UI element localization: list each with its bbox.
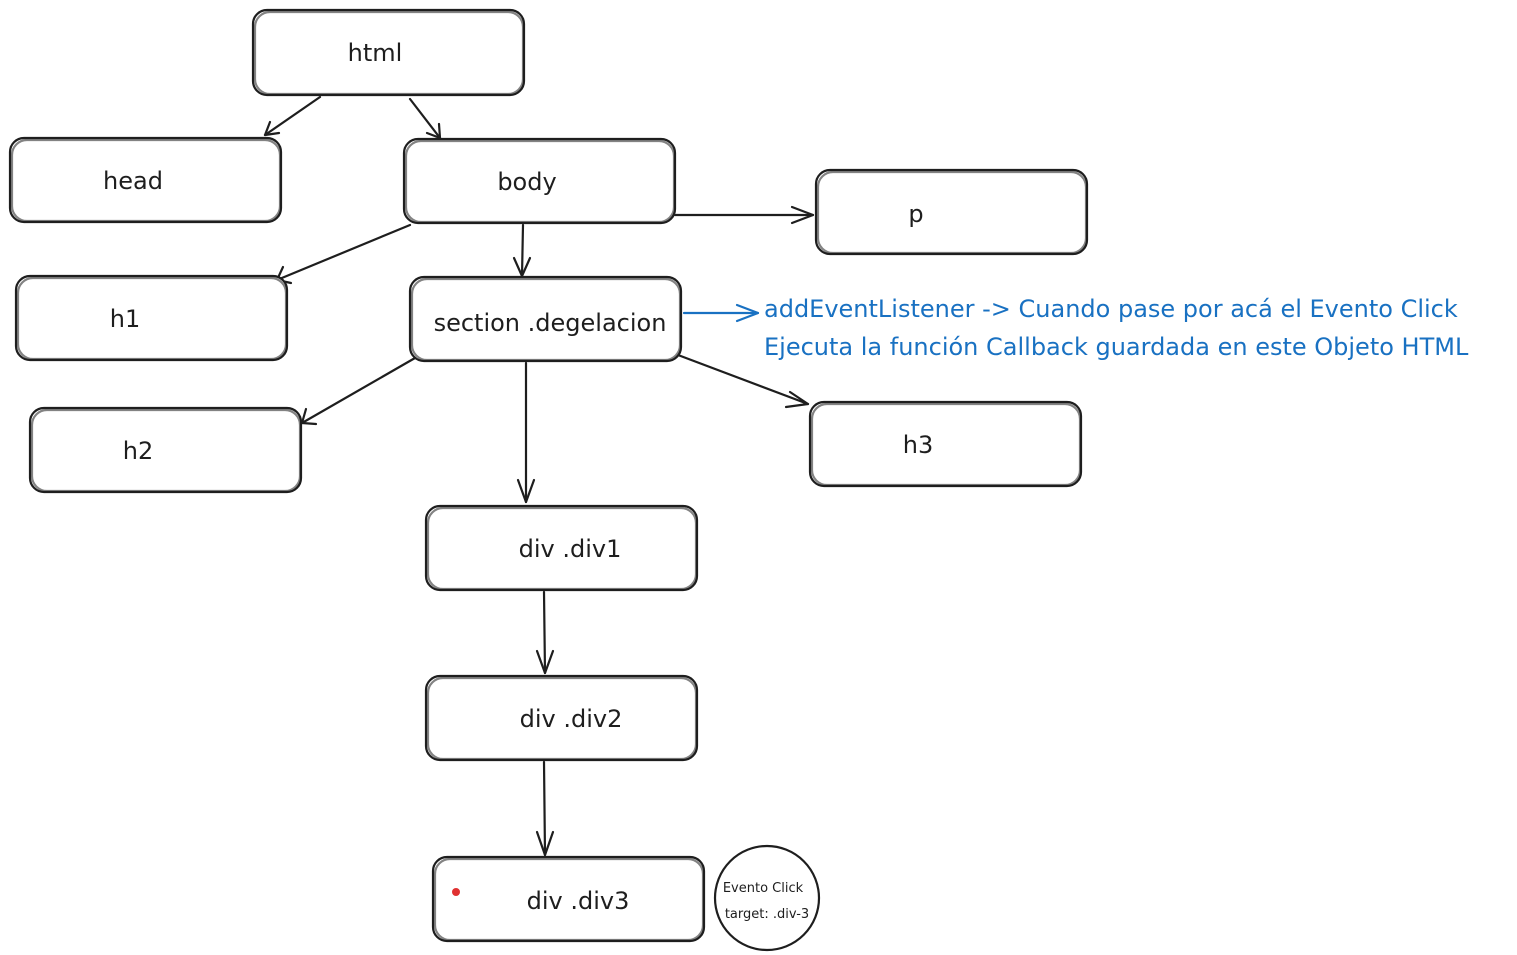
node-label: div .div2 [520, 705, 623, 733]
node-label: head [103, 167, 163, 195]
node-div2[interactable]: div .div2 [424, 674, 699, 762]
node-div1[interactable]: div .div1 [424, 504, 699, 592]
node-html[interactable]: html [251, 8, 526, 97]
node-label: section .degelacion [434, 309, 667, 337]
node-label: div .div3 [527, 887, 630, 915]
node-h1[interactable]: h1 [14, 274, 289, 362]
edge-body-p [673, 205, 815, 225]
edge-section-h2 [300, 356, 417, 426]
click-marker-dot [452, 888, 460, 896]
node-label: p [908, 200, 923, 228]
edge-html-body [408, 97, 442, 140]
edge-section-div1 [516, 361, 536, 504]
edge-div1-div2 [535, 590, 555, 675]
event-bubble: Evento Click target: .div-3 [713, 844, 821, 952]
node-p[interactable]: p [814, 168, 1089, 256]
event-line-2: target: .div-3 [725, 907, 809, 922]
annotation-line-1: addEventListener -> Cuando pase por acá … [764, 295, 1458, 323]
node-label: h2 [123, 437, 153, 465]
node-body[interactable]: body [402, 137, 677, 225]
node-div3[interactable]: div .div3 [431, 855, 706, 943]
node-label: h3 [903, 431, 933, 459]
node-label: body [497, 168, 556, 196]
node-label: div .div1 [519, 535, 622, 563]
node-h3[interactable]: h3 [808, 400, 1083, 488]
edge-section-h3 [676, 353, 810, 409]
edge-html-head [263, 95, 322, 137]
event-line-1: Evento Click [723, 881, 804, 896]
annotation-line-2: Ejecuta la función Callback guardada en … [764, 333, 1469, 361]
edge-body-h1 [275, 223, 412, 285]
node-head[interactable]: head [8, 136, 283, 224]
edge-body-section [512, 223, 532, 278]
node-label: h1 [110, 305, 140, 333]
node-h2[interactable]: h2 [28, 406, 303, 494]
edge-div2-div3 [535, 760, 555, 857]
node-label: html [348, 39, 403, 67]
node-section-degelacion[interactable]: section .degelacion [408, 275, 683, 363]
annotation-arrow [682, 303, 760, 323]
